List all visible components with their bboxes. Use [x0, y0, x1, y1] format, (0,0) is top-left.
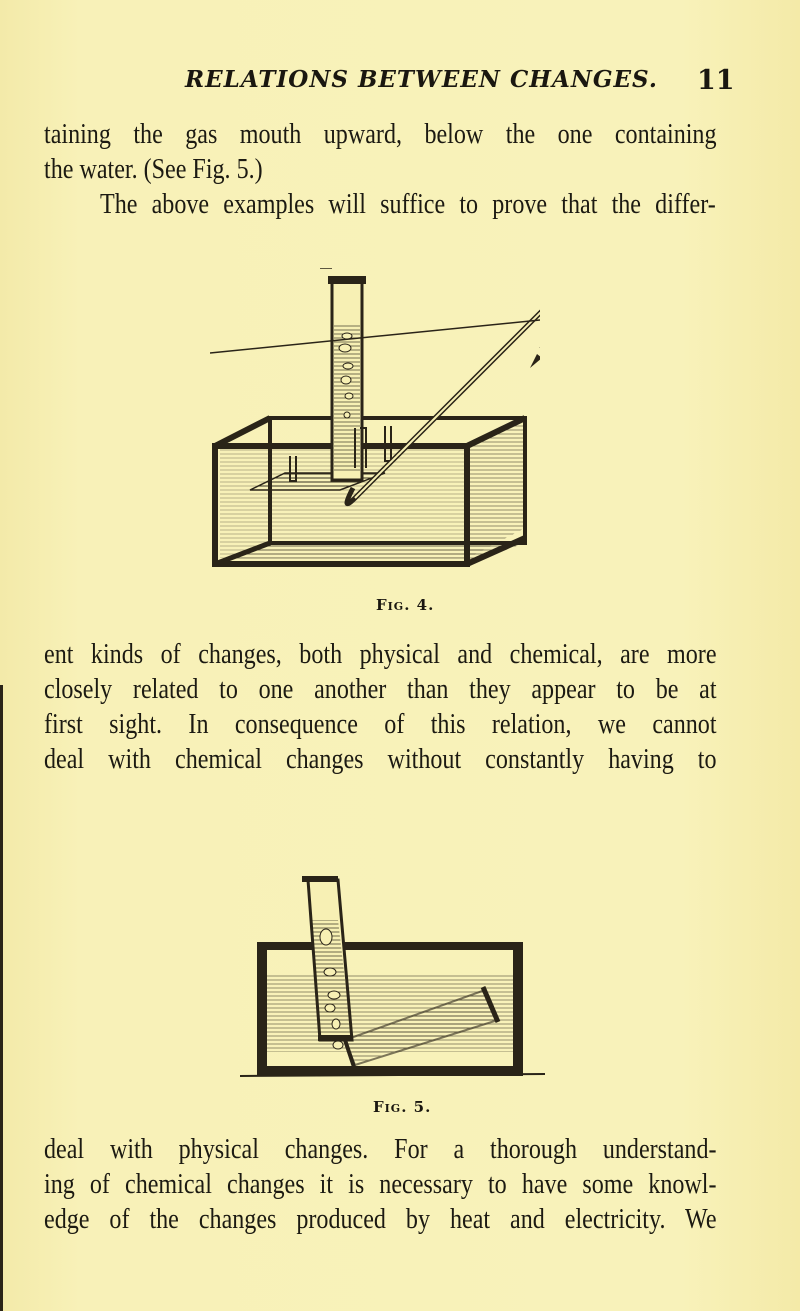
text-line: ing of chemical changes it is necessary …	[44, 1169, 717, 1200]
paragraph-4: deal with physical changes. For a thorou…	[44, 1132, 717, 1237]
figure-4-caption: Fig. 4.	[376, 596, 435, 614]
running-head: RELATIONS BETWEEN CHANGES. 11	[0, 65, 800, 102]
text-line: ent kinds of changes, both physical and …	[44, 639, 717, 670]
figure-5-illustration	[240, 862, 550, 1082]
text-line: The above examples will suffice to prove…	[100, 189, 716, 220]
figure-5-caption: Fig. 5.	[373, 1098, 432, 1116]
text-line: first sight. In consequence of this rela…	[44, 709, 717, 740]
text-line: the water. (See Fig. 5.)	[44, 154, 263, 185]
text-line: taining the gas mouth upward, below the …	[44, 119, 717, 150]
text-line: deal with chemical changes without const…	[44, 744, 717, 775]
paragraph-1: taining the gas mouth upward, below the …	[44, 117, 717, 187]
page-number: 11	[697, 65, 735, 96]
running-head-title: RELATIONS BETWEEN CHANGES.	[185, 66, 658, 93]
page-edge-shadow	[0, 685, 3, 1311]
text-line: closely related to one another than they…	[44, 674, 717, 705]
text-line: deal with physical changes. For a thorou…	[44, 1134, 717, 1165]
paragraph-2: The above examples will suffice to prove…	[100, 187, 716, 222]
paragraph-3: ent kinds of changes, both physical and …	[44, 637, 717, 777]
text-line: edge of the changes produced by heat and…	[44, 1204, 717, 1235]
figure-4-illustration	[210, 268, 540, 578]
